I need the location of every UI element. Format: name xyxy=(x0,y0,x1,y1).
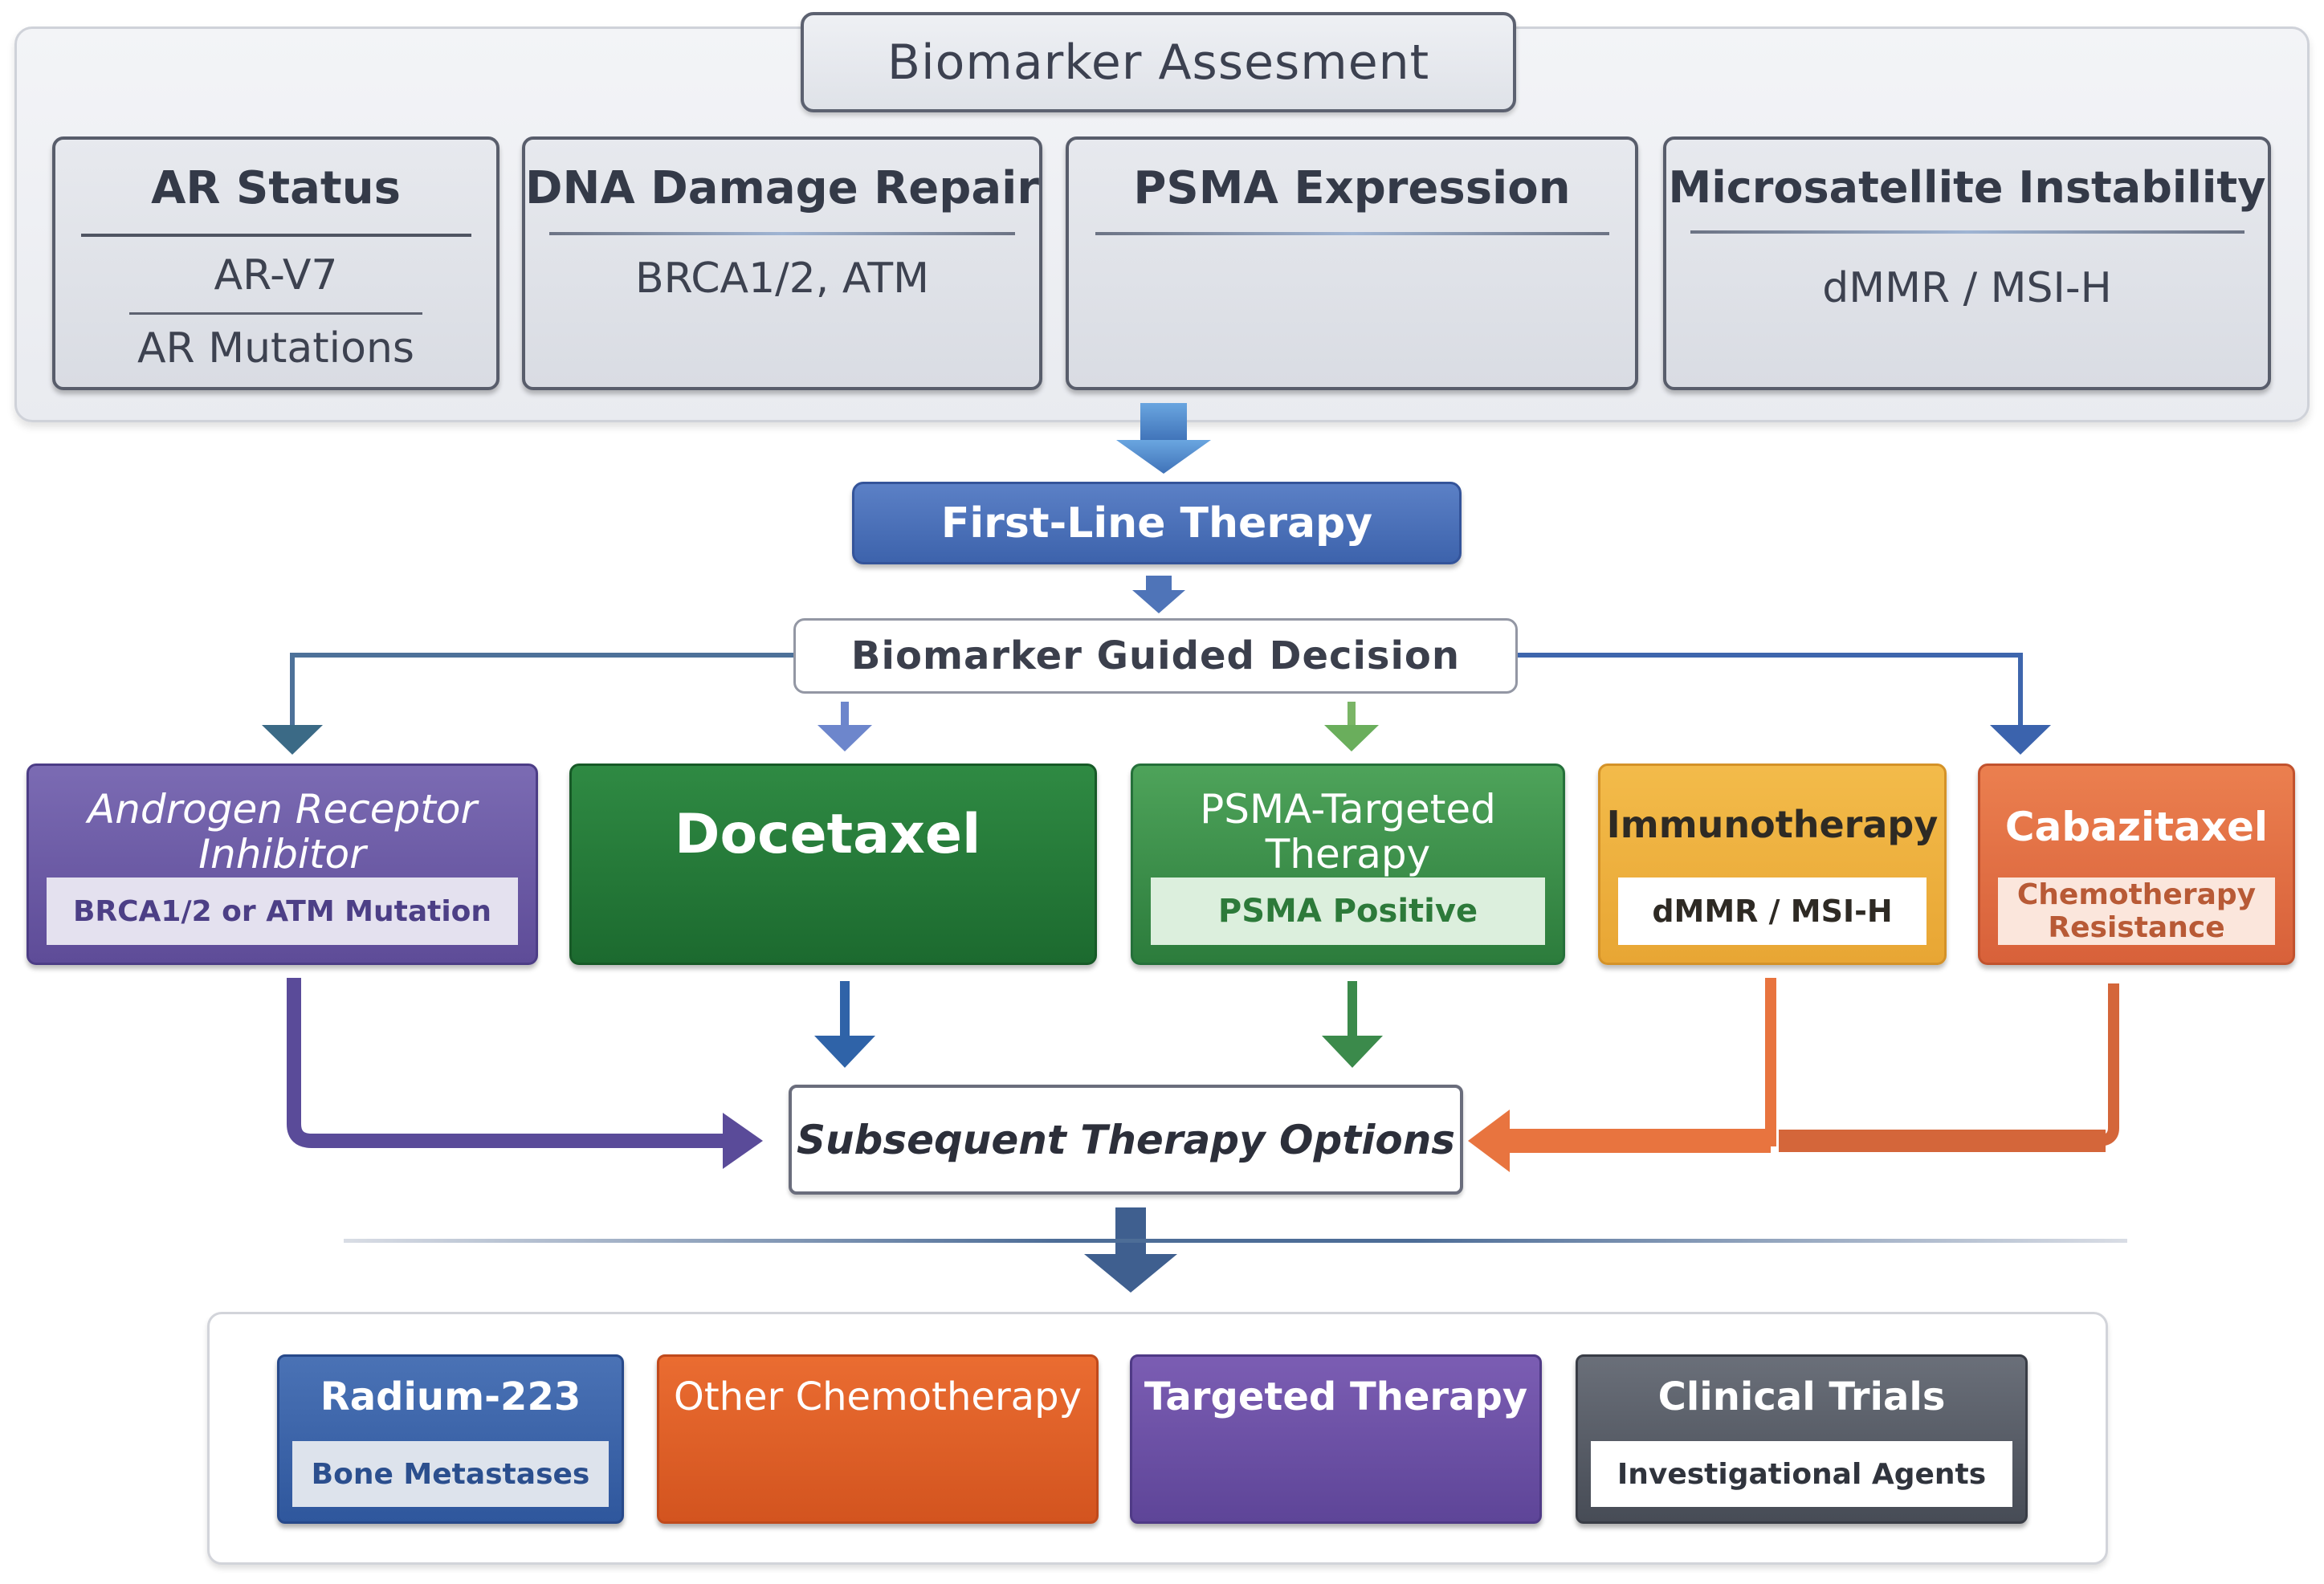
biomarker-assessment-title: Biomarker Assesment xyxy=(801,12,1516,112)
ar-status-card: AR Status AR-V7 AR Mutations xyxy=(52,136,499,390)
microsatellite-instability-heading: Microsatellite Instability xyxy=(1668,162,2266,213)
radium-223-box: Radium-223 Bone Metastases xyxy=(277,1354,624,1524)
psma-targeted-therapy-box: PSMA-Targeted Therapy PSMA Positive xyxy=(1131,763,1565,965)
targeted-therapy-box: Targeted Therapy xyxy=(1130,1354,1542,1524)
arrow-down-icon xyxy=(817,702,872,751)
immunotherapy-to-subsequent-connector xyxy=(1468,978,1776,1172)
psma-targeted-title-line1: PSMA-Targeted xyxy=(1200,786,1496,833)
psma-expression-heading: PSMA Expression xyxy=(1133,162,1571,214)
dna-damage-repair-card: DNA Damage Repair BRCA1/2, ATM xyxy=(522,136,1042,390)
branch-connector-right xyxy=(1518,653,2051,755)
divider xyxy=(549,232,1015,235)
subsequent-therapy-options-box: Subsequent Therapy Options xyxy=(789,1085,1463,1195)
first-line-therapy-box: First-Line Therapy xyxy=(852,482,1462,564)
cabazitaxel-to-subsequent-connector xyxy=(1779,983,2119,1152)
divider xyxy=(80,234,471,237)
psma-targeted-title-line2: Therapy xyxy=(1265,831,1431,878)
immunotherapy-criteria: dMMR / MSI-H xyxy=(1618,878,1926,945)
ar-v7-label: AR-V7 xyxy=(214,251,338,299)
arrow-down-icon xyxy=(1324,702,1379,751)
clinical-trials-box: Clinical Trials Investigational Agents xyxy=(1576,1354,2028,1524)
arrow-down-icon xyxy=(814,981,875,1068)
cabazitaxel-title: Cabazitaxel xyxy=(2004,804,2269,850)
arrow-down-icon xyxy=(1322,981,1383,1068)
targeted-therapy-title: Targeted Therapy xyxy=(1144,1374,1528,1419)
cabazitaxel-box: Cabazitaxel Chemotherapy Resistance xyxy=(1978,763,2295,965)
psma-targeted-title: PSMA-Targeted Therapy xyxy=(1200,787,1496,877)
cabazitaxel-criteria-line1: Chemotherapy xyxy=(2016,878,2257,911)
psma-expression-card: PSMA Expression xyxy=(1066,136,1638,390)
cabazitaxel-criteria: Chemotherapy Resistance xyxy=(1998,878,2275,945)
section-divider xyxy=(344,1239,2127,1243)
ari-title-line2: Inhibitor xyxy=(198,831,366,878)
clinical-trials-title: Clinical Trials xyxy=(1657,1374,1946,1419)
androgen-receptor-inhibitor-box: Androgen Receptor Inhibitor BRCA1/2 or A… xyxy=(27,763,538,965)
brca-atm-label: BRCA1/2, ATM xyxy=(634,254,929,303)
branch-connector-left xyxy=(262,653,793,755)
ar-status-heading: AR Status xyxy=(151,162,401,214)
biomarker-guided-decision-box: Biomarker Guided Decision xyxy=(793,618,1518,694)
immunotherapy-title: Immunotherapy xyxy=(1606,803,1939,846)
divider xyxy=(1690,230,2244,234)
microsatellite-instability-card: Microsatellite Instability dMMR / MSI-H xyxy=(1663,136,2271,390)
ar-mutations-label: AR Mutations xyxy=(137,324,414,373)
arrow-down-icon xyxy=(1132,576,1185,613)
other-chemotherapy-title: Other Chemotherapy xyxy=(674,1374,1082,1419)
ari-title-line1: Androgen Receptor xyxy=(87,786,478,833)
divider xyxy=(129,312,422,315)
docetaxel-title: Docetaxel xyxy=(675,803,981,866)
radium-223-criteria: Bone Metastases xyxy=(292,1441,609,1507)
arrow-down-icon xyxy=(1084,1207,1177,1293)
immunotherapy-box: Immunotherapy dMMR / MSI-H xyxy=(1598,763,1947,965)
ari-criteria: BRCA1/2 or ATM Mutation xyxy=(47,878,518,945)
docetaxel-box: Docetaxel xyxy=(569,763,1097,965)
divider xyxy=(1095,232,1609,235)
clinical-trials-criteria: Investigational Agents xyxy=(1591,1441,2012,1507)
ari-title: Androgen Receptor Inhibitor xyxy=(88,787,477,877)
ari-to-subsequent-connector xyxy=(287,978,763,1169)
radium-223-title: Radium-223 xyxy=(320,1374,581,1419)
other-chemotherapy-box: Other Chemotherapy xyxy=(657,1354,1099,1524)
psma-positive-criteria: PSMA Positive xyxy=(1151,878,1545,945)
cabazitaxel-criteria-line2: Resistance xyxy=(2048,911,2225,944)
dna-damage-repair-heading: DNA Damage Repair xyxy=(525,162,1039,214)
dmmr-msi-label: dMMR / MSI-H xyxy=(1822,264,2112,312)
